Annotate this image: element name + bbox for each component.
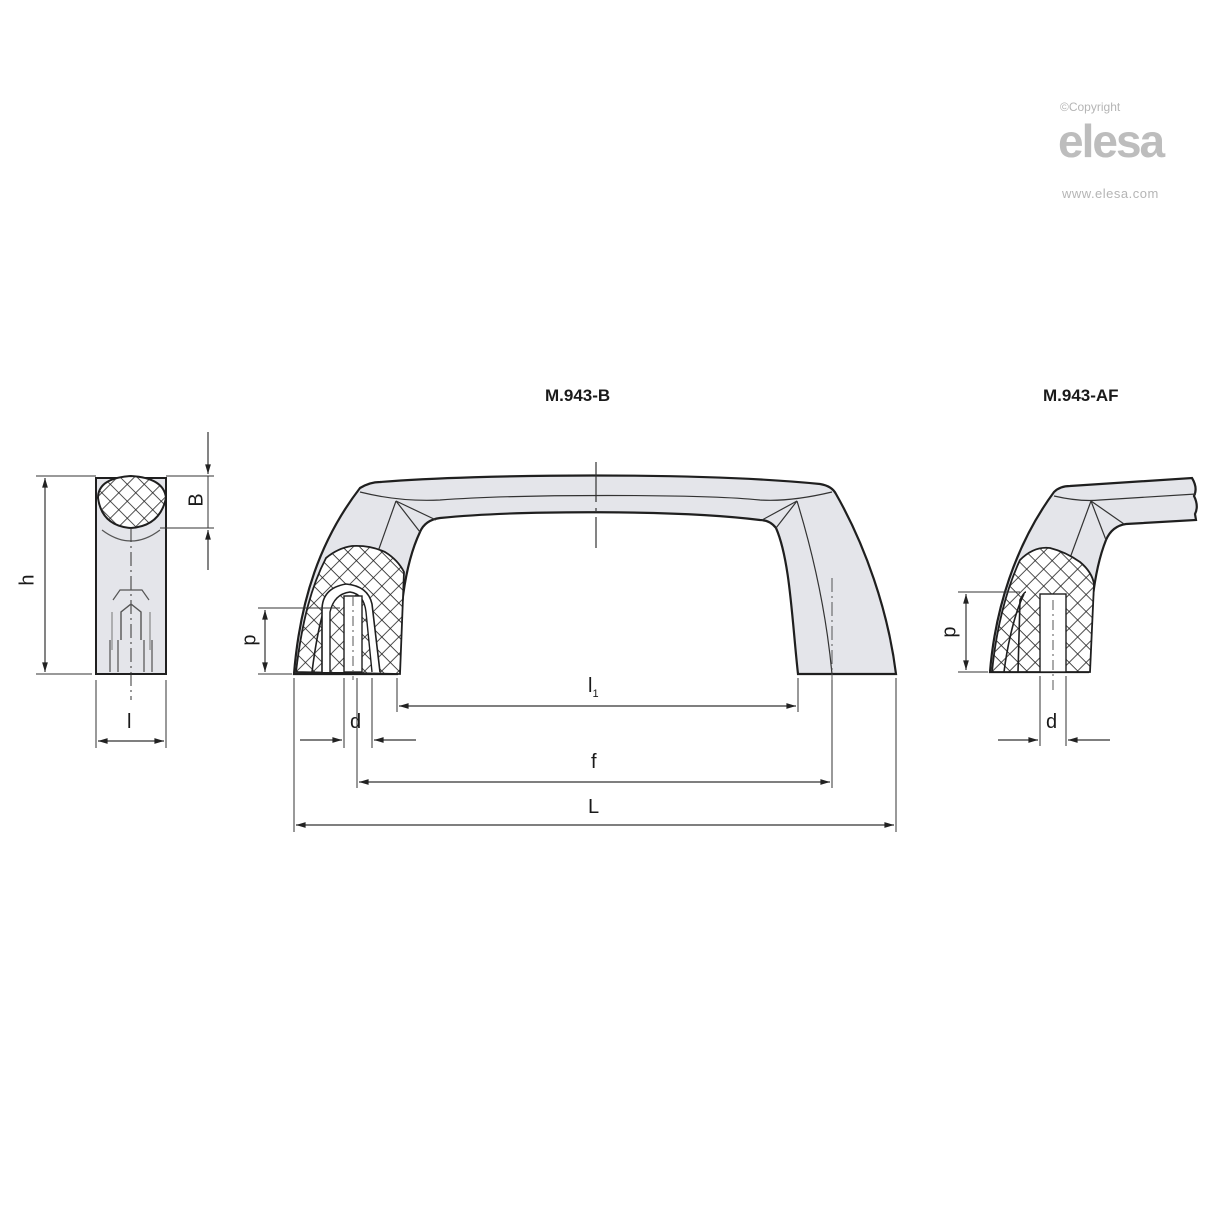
- variant-view-title: M.943-AF: [1043, 386, 1119, 405]
- dim-label-d-main: d: [350, 711, 362, 733]
- dim-label-d-variant: d: [1046, 711, 1058, 733]
- main-view-title: M.943-B: [545, 386, 611, 405]
- dim-label-l1: l1: [588, 675, 599, 700]
- dim-label-f: f: [591, 751, 597, 773]
- copyright-text: ©Copyright: [1060, 100, 1121, 114]
- dim-label-l: l: [127, 711, 132, 733]
- dim-label-h: h: [16, 574, 39, 586]
- main-view: [258, 462, 898, 832]
- dim-label-p-main: p: [238, 634, 261, 646]
- side-view: [36, 432, 214, 748]
- dim-label-p-variant: p: [938, 626, 961, 638]
- variant-view: [958, 476, 1198, 746]
- elesa-logo: elesa: [1058, 115, 1165, 167]
- dim-label-b: B: [185, 493, 208, 507]
- website-url: www.elesa.com: [1062, 186, 1159, 201]
- dim-label-L: L: [588, 796, 600, 818]
